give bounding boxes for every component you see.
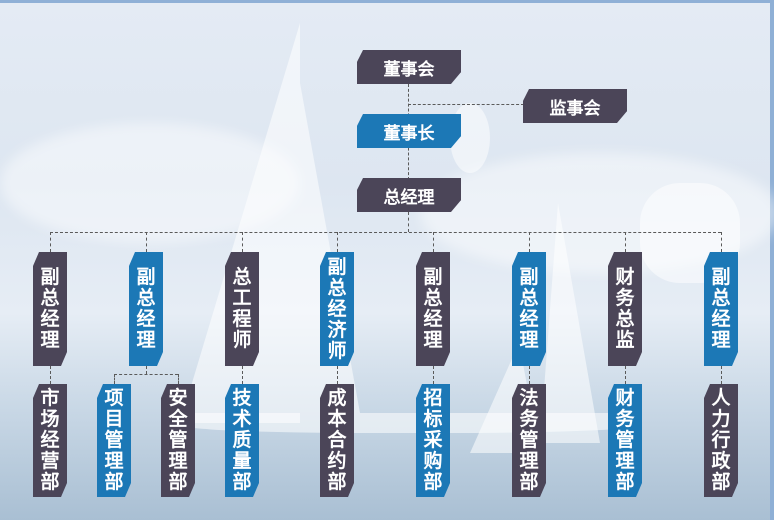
- connector: [529, 232, 530, 252]
- node-vp-2: 副总经理: [129, 252, 163, 366]
- connector: [721, 366, 722, 384]
- node-chairman: 董事长: [357, 114, 461, 148]
- connector: [337, 232, 338, 252]
- connector: [146, 366, 147, 374]
- connector: [50, 232, 51, 252]
- connector: [50, 232, 721, 233]
- connector: [337, 366, 338, 384]
- node-chief-engineer: 总工程师: [225, 252, 259, 366]
- connector: [529, 366, 530, 384]
- node-supervisors: 监事会: [523, 89, 627, 123]
- connector: [433, 366, 434, 384]
- node-legal-dept: 法务管理部: [512, 384, 546, 497]
- node-marketing-dept: 市场经营部: [33, 384, 67, 497]
- node-hr-admin-dept: 人力行政部: [704, 384, 738, 497]
- node-general-manager: 总经理: [357, 178, 461, 212]
- node-vp-5: 副总经理: [704, 252, 738, 366]
- connector: [625, 366, 626, 384]
- node-vp-4: 副总经理: [512, 252, 546, 366]
- connector: [242, 232, 243, 252]
- node-safety-mgmt-dept: 安全管理部: [161, 384, 195, 497]
- connector: [408, 104, 524, 105]
- node-project-mgmt-dept: 项目管理部: [97, 384, 131, 497]
- connector: [178, 374, 179, 384]
- node-tech-quality-dept: 技术质量部: [225, 384, 259, 497]
- connector: [114, 374, 178, 375]
- node-vp-3: 副总经理: [416, 252, 450, 366]
- node-vp-1: 副总经理: [33, 252, 67, 366]
- node-cost-contract-dept: 成本合约部: [320, 384, 354, 497]
- node-cfo: 财务总监: [608, 252, 642, 366]
- connector: [242, 366, 243, 384]
- node-procurement-dept: 招标采购部: [416, 384, 450, 497]
- connector: [50, 366, 51, 384]
- connector: [408, 212, 409, 232]
- connector: [625, 232, 626, 252]
- connector: [146, 232, 147, 252]
- node-deputy-chief-economist: 副总经济师: [320, 252, 354, 366]
- connector: [433, 232, 434, 252]
- node-finance-dept: 财务管理部: [608, 384, 642, 497]
- connector: [114, 374, 115, 384]
- connector: [721, 232, 722, 252]
- node-board: 董事会: [357, 50, 461, 84]
